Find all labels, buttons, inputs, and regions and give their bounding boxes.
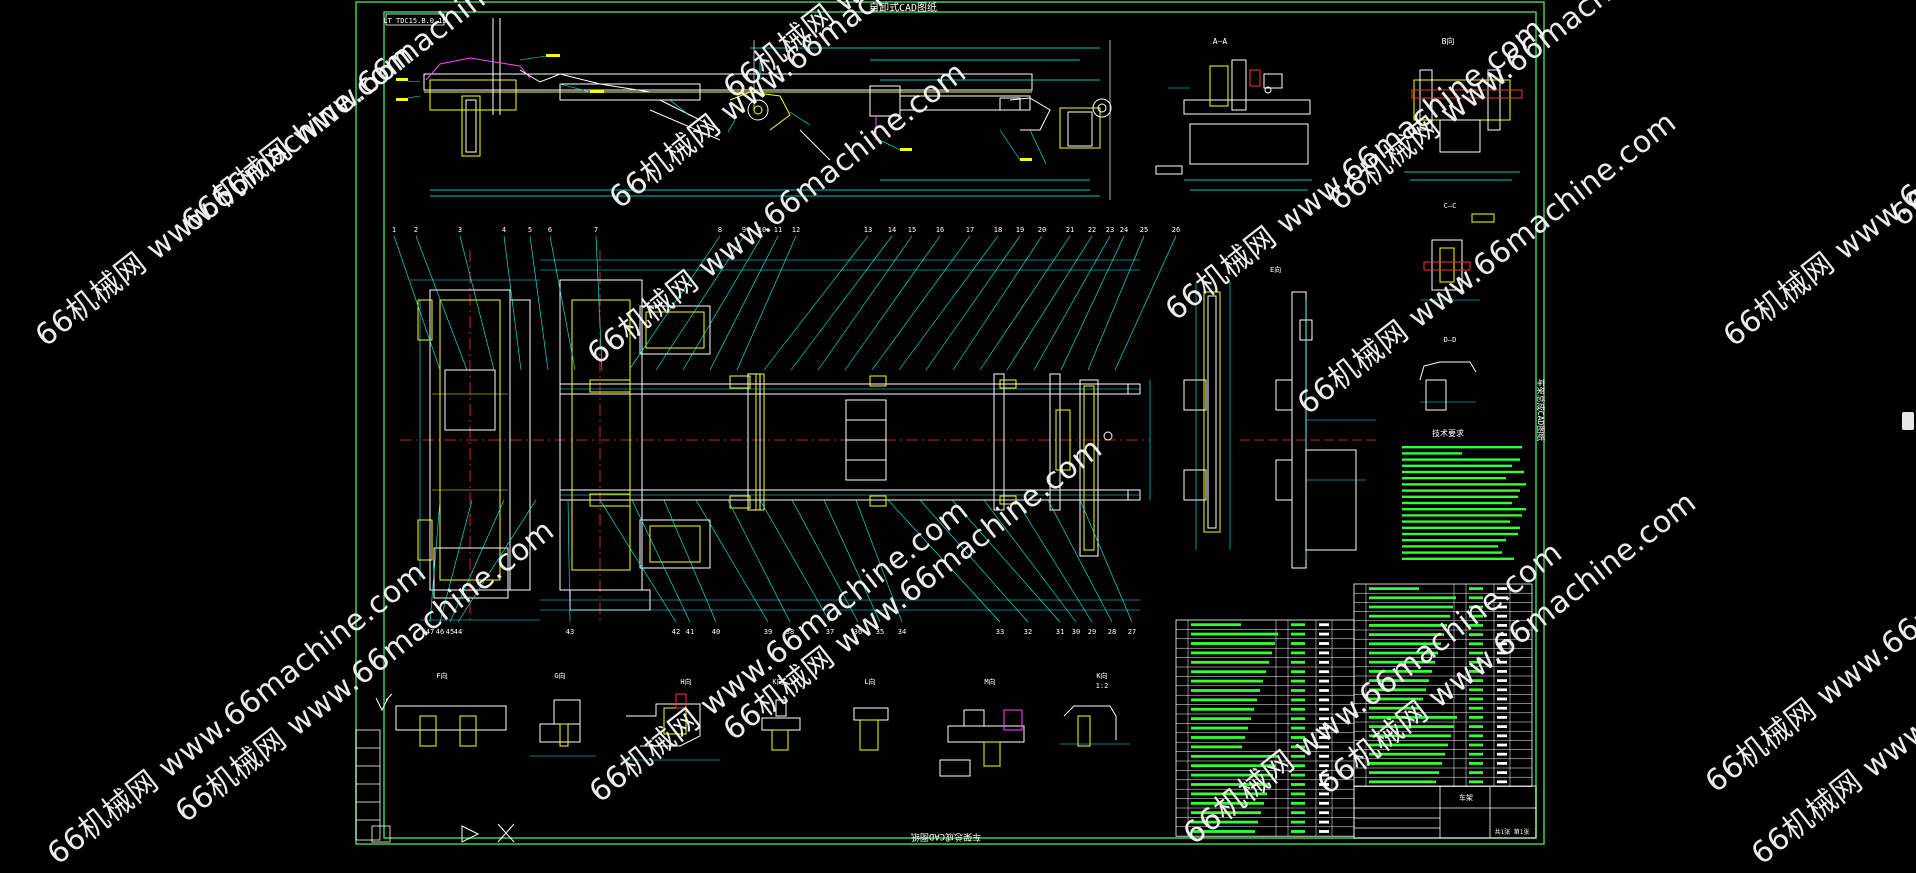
balloon-label: 10 [758, 226, 766, 234]
balloon-label: 19 [1016, 226, 1024, 234]
balloon-label: 42 [672, 628, 680, 636]
balloon-label: 8 [718, 226, 722, 234]
side-elevation-view [395, 18, 1112, 200]
balloon-label: 41 [686, 628, 694, 636]
parts-list-left [1175, 619, 1355, 837]
balloon-label: 14 [888, 226, 896, 234]
view-f-label: F向 [436, 671, 447, 680]
balloon-label: 38 [786, 628, 794, 636]
title-block-name: 车架 [1459, 793, 1473, 802]
view-m-label: M向 [984, 677, 995, 686]
vertical-scrollbar-thumb[interactable] [1902, 412, 1914, 430]
balloon-label: 26 [1172, 226, 1180, 234]
plan-view [400, 250, 1151, 621]
section-a-a-view: A—A [1155, 37, 1312, 191]
end-views: E向 [1183, 265, 1380, 569]
balloon-label: 20 [1038, 226, 1046, 234]
balloon-label: 36 [854, 628, 862, 636]
balloon-label: 40 [712, 628, 720, 636]
small-sections: C—C D—D [1419, 202, 1495, 411]
balloon-label: 32 [1024, 628, 1032, 636]
balloon-label: 43 [566, 628, 574, 636]
view-h-label: H向 [680, 677, 691, 686]
balloon-label: 5 [528, 226, 532, 234]
balloon-label: 3 [458, 226, 462, 234]
balloon-label: 18 [994, 226, 1002, 234]
section-c-label: C—C [1444, 202, 1457, 210]
view-l-label: L向 [864, 677, 875, 686]
bottom-title: 车架总成CAD图纸 [911, 831, 981, 843]
technical-requirements: 技术要求 [1402, 428, 1526, 560]
balloon-label: 12 [792, 226, 800, 234]
balloon-label: 33 [996, 628, 1004, 636]
view-k-label: K向 [772, 677, 783, 686]
svg-text:E向: E向 [1270, 265, 1281, 274]
section-d-label: D—D [1444, 336, 1457, 344]
sheet-inner-frame [383, 11, 1537, 839]
side-title: 车架总成CAD图纸 [1536, 379, 1546, 441]
balloon-label: 39 [764, 628, 772, 636]
balloon-label: 11 [774, 226, 782, 234]
balloon-label: 7 [594, 226, 598, 234]
balloon-label: 23 [1106, 226, 1114, 234]
balloon-label: 21 [1066, 226, 1074, 234]
balloon-label: 13 [864, 226, 872, 234]
tech-req-title: 技术要求 [1432, 428, 1464, 438]
balloon-label: 25 [1140, 226, 1148, 234]
balloon-label: 47 [426, 628, 434, 636]
top-title: 自卸式CAD图纸 [869, 1, 937, 14]
balloon-label: 17 [966, 226, 974, 234]
balloon-label: 4 [502, 226, 506, 234]
balloon-label: 6 [548, 226, 552, 234]
section-b-view: B向 [1404, 36, 1523, 181]
balloon-label: 46 [436, 628, 444, 636]
view-scale-label: 1:2 [1096, 682, 1109, 690]
balloon-label: 15 [908, 226, 916, 234]
cad-drawing-canvas[interactable]: 自卸式CAD图纸 LT TDC15.B.0.15 [0, 0, 1916, 847]
balloon-label: 24 [1120, 226, 1128, 234]
balloon-label: 31 [1056, 628, 1064, 636]
balloon-label: 34 [898, 628, 906, 636]
balloon-label: 1 [392, 226, 396, 234]
balloon-label: 35 [876, 628, 884, 636]
view-g-label: G向 [554, 671, 565, 680]
parts-list-right [1353, 583, 1533, 787]
svg-text:K向: K向 [1096, 671, 1107, 680]
revision-block [355, 729, 391, 843]
balloon-label: 30 [1072, 628, 1080, 636]
balloon-label: 29 [1088, 628, 1096, 636]
bottom-detail-views: F向 G向 H向 K向 L向 M向 K向 1:2 [375, 671, 1130, 777]
sheet-outer-frame [355, 1, 1545, 845]
balloon-label: 27 [1128, 628, 1136, 636]
view-b-label: B向 [1442, 36, 1455, 46]
balloon-label: 9 [742, 226, 746, 234]
part-code-box [385, 13, 445, 26]
balloon-label: 44 [454, 628, 462, 636]
part-code: LT TDC15.B.0.15 [383, 17, 446, 25]
balloon-label: 28 [1108, 628, 1116, 636]
balloon-label: 16 [936, 226, 944, 234]
section-a-label: A—A [1213, 37, 1228, 46]
balloon-label: 45 [446, 628, 454, 636]
balloon-label: 2 [414, 226, 418, 234]
balloon-label: 22 [1088, 226, 1096, 234]
title-block-sheet: 共1张 第1张 [1495, 828, 1530, 836]
projection-symbol [461, 823, 515, 843]
balloon-label: 37 [826, 628, 834, 636]
title-block [1353, 785, 1537, 839]
